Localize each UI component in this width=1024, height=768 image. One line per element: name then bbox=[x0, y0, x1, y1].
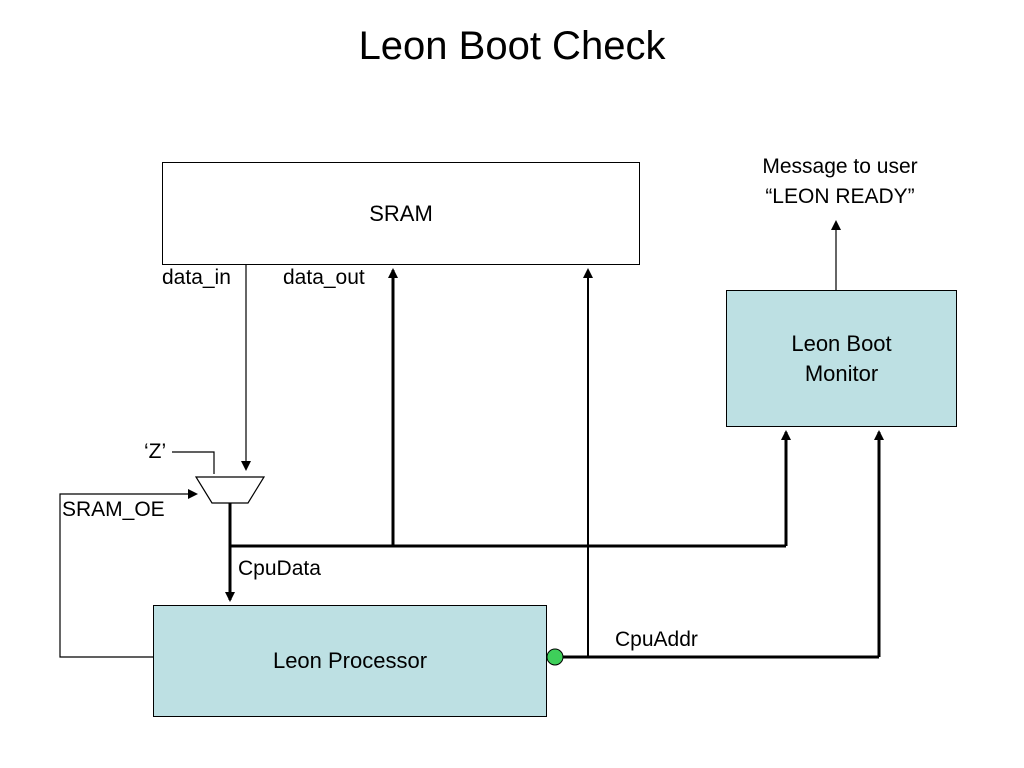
cpu-data-label: CpuData bbox=[238, 557, 321, 580]
processor-block: Leon Processor bbox=[153, 605, 547, 717]
z-input-wire bbox=[172, 451, 215, 474]
boot-monitor-label-line2: Monitor bbox=[804, 360, 879, 386]
user-message-line2: “LEON READY” bbox=[765, 185, 915, 208]
z-label: ‘Z’ bbox=[144, 440, 167, 463]
mux-shape bbox=[194, 476, 266, 504]
sram-oe-wire bbox=[59, 489, 198, 658]
sram-block: SRAM bbox=[162, 162, 640, 265]
slide-title: Leon Boot Check bbox=[358, 24, 666, 68]
sram-label: SRAM bbox=[369, 200, 433, 226]
user-message-line1: Message to user bbox=[762, 155, 918, 178]
cpu-addr-label: CpuAddr bbox=[615, 628, 698, 651]
sram-oe-label: SRAM_OE bbox=[62, 498, 165, 521]
data-out-label: data_out bbox=[283, 266, 365, 289]
connector-dot bbox=[546, 648, 564, 666]
boot-monitor-block: Leon Boot Monitor bbox=[726, 290, 957, 427]
boot-monitor-label-line1: Leon Boot bbox=[791, 330, 892, 356]
data-in-label: data_in bbox=[162, 266, 231, 289]
processor-label: Leon Processor bbox=[272, 648, 428, 673]
user-message: Message to user “LEON READY” bbox=[730, 152, 950, 212]
